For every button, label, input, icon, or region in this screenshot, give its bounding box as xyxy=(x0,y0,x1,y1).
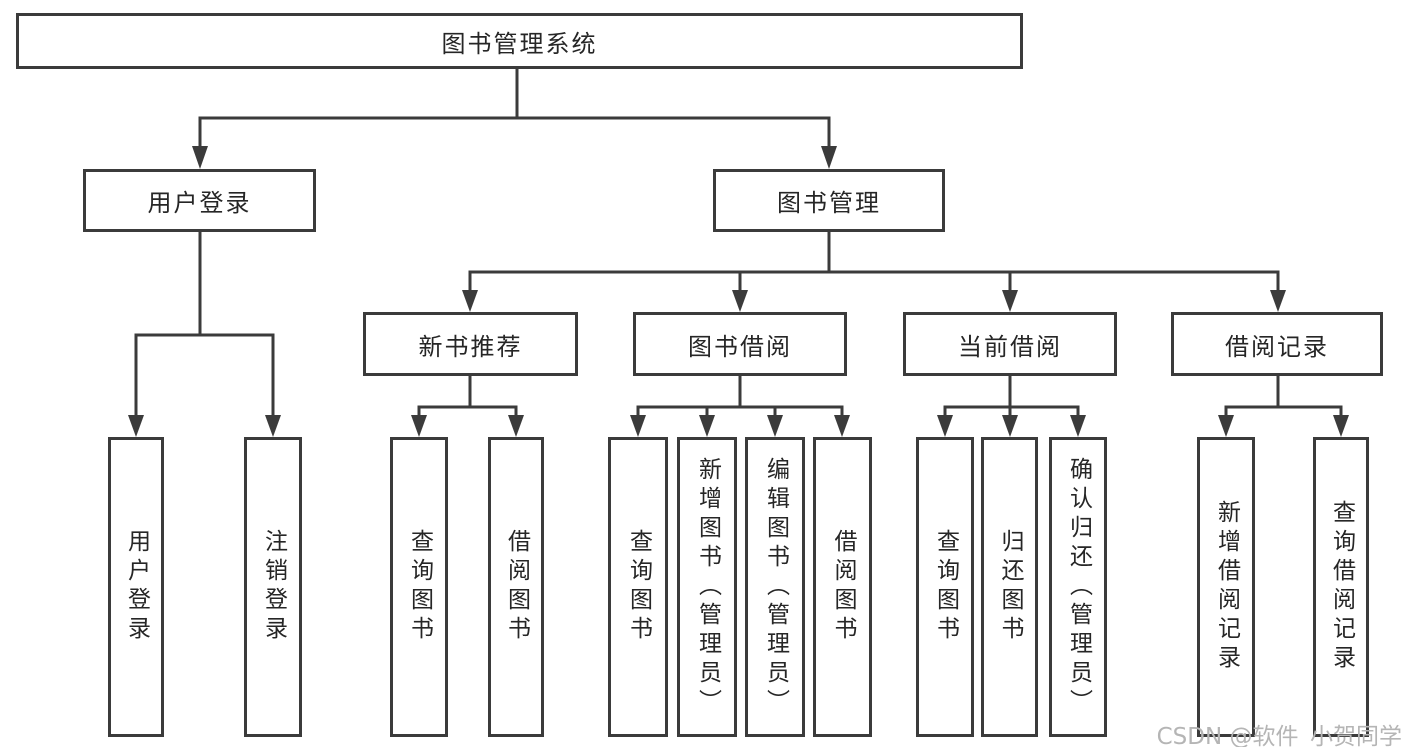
node-borrow-records-label: 借阅记录 xyxy=(1225,332,1329,361)
leaf-edit-book-admin: 编辑图书（管理员） xyxy=(745,437,805,737)
node-book-borrow: 图书借阅 xyxy=(633,312,847,376)
node-root-label: 图书管理系统 xyxy=(441,29,598,58)
leaf-query-books-recommend: 查询图书 xyxy=(390,437,448,737)
leaf-borrow-books-label: 借阅图书 xyxy=(830,529,856,645)
leaf-query-books-current: 查询图书 xyxy=(916,437,974,737)
leaf-add-book-admin-label: 新增图书（管理员） xyxy=(694,456,721,718)
leaf-query-books-recommend-label: 查询图书 xyxy=(406,529,433,645)
leaf-user-login-label: 用户登录 xyxy=(123,529,150,645)
leaf-add-borrow-record: 新增借阅记录 xyxy=(1197,437,1255,737)
leaf-return-book: 归还图书 xyxy=(981,437,1038,737)
leaf-query-books-borrow: 查询图书 xyxy=(608,437,668,737)
leaf-confirm-return-admin: 确认归还（管理员） xyxy=(1049,437,1107,737)
leaf-borrow-books: 借阅图书 xyxy=(813,437,872,737)
leaf-borrow-books-recommend-label: 借阅图书 xyxy=(503,529,530,645)
node-book-management: 图书管理 xyxy=(713,169,945,232)
csdn-watermark: CSDN @软件_小贺同学 xyxy=(1156,724,1402,747)
leaf-query-borrow-record: 查询借阅记录 xyxy=(1313,437,1369,737)
leaf-edit-book-admin-label: 编辑图书（管理员） xyxy=(762,456,789,718)
node-user-login: 用户登录 xyxy=(83,169,316,232)
node-borrow-records: 借阅记录 xyxy=(1171,312,1383,376)
node-book-borrow-label: 图书借阅 xyxy=(688,332,792,361)
leaf-query-books-current-label: 查询图书 xyxy=(932,529,959,645)
leaf-logout: 注销登录 xyxy=(244,437,302,737)
leaf-logout-label: 注销登录 xyxy=(260,529,287,645)
leaf-query-borrow-record-label: 查询借阅记录 xyxy=(1328,500,1355,674)
node-new-book-recommend-label: 新书推荐 xyxy=(418,332,523,361)
node-current-borrow-label: 当前借阅 xyxy=(958,332,1062,361)
leaf-user-login: 用户登录 xyxy=(108,437,164,737)
node-root: 图书管理系统 xyxy=(16,13,1023,69)
leaf-confirm-return-admin-label: 确认归还（管理员） xyxy=(1065,456,1092,718)
leaf-add-borrow-record-label: 新增借阅记录 xyxy=(1213,500,1240,674)
leaf-add-book-admin: 新增图书（管理员） xyxy=(677,437,737,737)
leaf-query-books-borrow-label: 查询图书 xyxy=(625,529,652,645)
node-new-book-recommend: 新书推荐 xyxy=(363,312,578,376)
leaf-borrow-books-recommend: 借阅图书 xyxy=(488,437,544,737)
leaf-return-book-label: 归还图书 xyxy=(997,529,1023,645)
node-book-management-label: 图书管理 xyxy=(777,189,881,217)
node-user-login-label: 用户登录 xyxy=(147,189,252,217)
node-current-borrow: 当前借阅 xyxy=(903,312,1117,376)
